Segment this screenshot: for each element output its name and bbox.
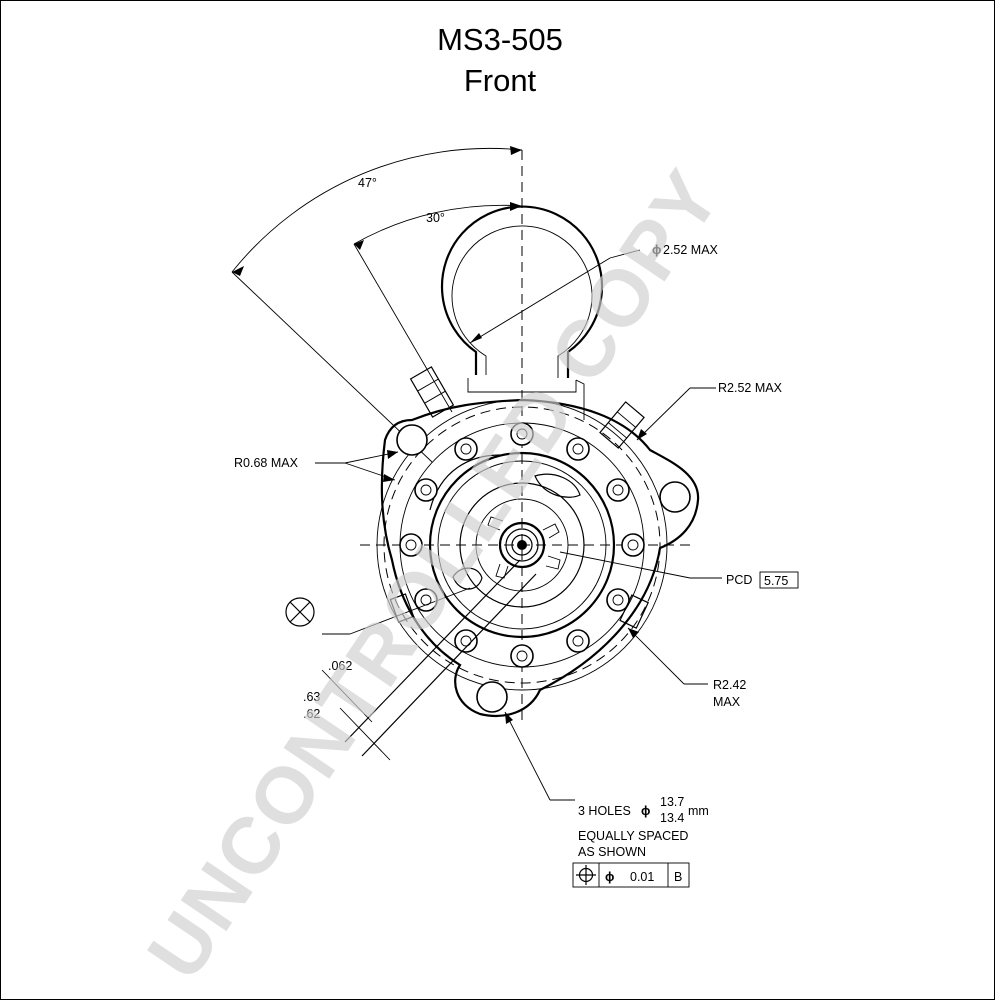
- dim-63-label: .63: [303, 690, 320, 704]
- holes-dia-lower: 13.4: [660, 811, 684, 825]
- angle-dimension-47: 47°: [231, 146, 523, 463]
- dimension-pcd: PCD 5.75: [559, 551, 799, 589]
- holes-dia-symbol: ϕ: [641, 804, 650, 818]
- holes-callout: 3 HOLES ϕ 13.7 13.4 mm EQUALLY SPACED AS…: [504, 711, 709, 859]
- pcd-bolt-holes: [399, 422, 645, 668]
- housing-studs: [389, 366, 649, 629]
- dia-symbol: ϕ: [652, 243, 661, 257]
- mounting-hole: [659, 481, 691, 513]
- r252-label: R2.52 MAX: [718, 381, 783, 395]
- position-symbol-icon: [576, 865, 596, 885]
- bolt-hole: [454, 437, 478, 461]
- view-label: Front: [464, 63, 537, 98]
- dimension-r242: R2.42 MAX: [627, 627, 746, 709]
- bolt-hole: [566, 629, 590, 653]
- bolt-hole: [414, 478, 438, 502]
- tolerance-value: 0.01: [630, 870, 654, 884]
- angle-47-label: 47°: [358, 176, 377, 190]
- bolt-hole: [566, 437, 590, 461]
- terminal-loop: [440, 205, 604, 420]
- rotation-symbol: [285, 587, 471, 635]
- holes-spacing: EQUALLY SPACED: [578, 829, 688, 843]
- holes-dia-upper: 13.7: [660, 795, 684, 809]
- holes-unit: mm: [688, 804, 709, 818]
- pinion-gear: [487, 516, 561, 579]
- dim-062-label: .062: [328, 659, 352, 673]
- bolt-hole: [399, 533, 423, 557]
- datum-reference: B: [674, 870, 682, 884]
- dimension-r068: R0.68 MAX: [234, 450, 399, 482]
- angle-dimension-30: 30°: [353, 202, 523, 413]
- pcd-value: 5.75: [764, 574, 788, 588]
- mounting-holes: [396, 424, 691, 713]
- dia-max-label: 2.52 MAX: [663, 243, 719, 257]
- mounting-hole: [396, 424, 428, 456]
- bolt-hole: [606, 478, 630, 502]
- feature-control-frame: ϕ 0.01 B: [572, 862, 690, 888]
- holes-count: 3 HOLES: [578, 804, 631, 818]
- bolt-hole: [414, 588, 438, 612]
- uncontrolled-copy-watermark: UNCONTROLLED COPY: [130, 154, 737, 995]
- r242-label-line2: MAX: [713, 695, 741, 709]
- dim-62-label: .62: [303, 707, 320, 721]
- angle-30-label: 30°: [426, 211, 445, 225]
- bolt-hole: [510, 644, 534, 668]
- dimension-r252: R2.52 MAX: [636, 381, 783, 441]
- dimension-dia-252: ϕ 2.52 MAX: [469, 243, 719, 344]
- tolerance-dia-symbol: ϕ: [605, 870, 614, 884]
- drawing-title: MS3-505: [437, 22, 563, 57]
- r242-label-line1: R2.42: [713, 678, 746, 692]
- pinion-offset-lines: .062 .63 .62: [303, 559, 537, 761]
- bolt-hole: [621, 533, 645, 557]
- bolt-hole: [454, 629, 478, 653]
- pcd-label: PCD: [726, 573, 752, 587]
- bolt-hole: [510, 422, 534, 446]
- r068-label: R0.68 MAX: [234, 456, 299, 470]
- mounting-hole: [476, 681, 508, 713]
- holes-as-shown: AS SHOWN: [578, 845, 646, 859]
